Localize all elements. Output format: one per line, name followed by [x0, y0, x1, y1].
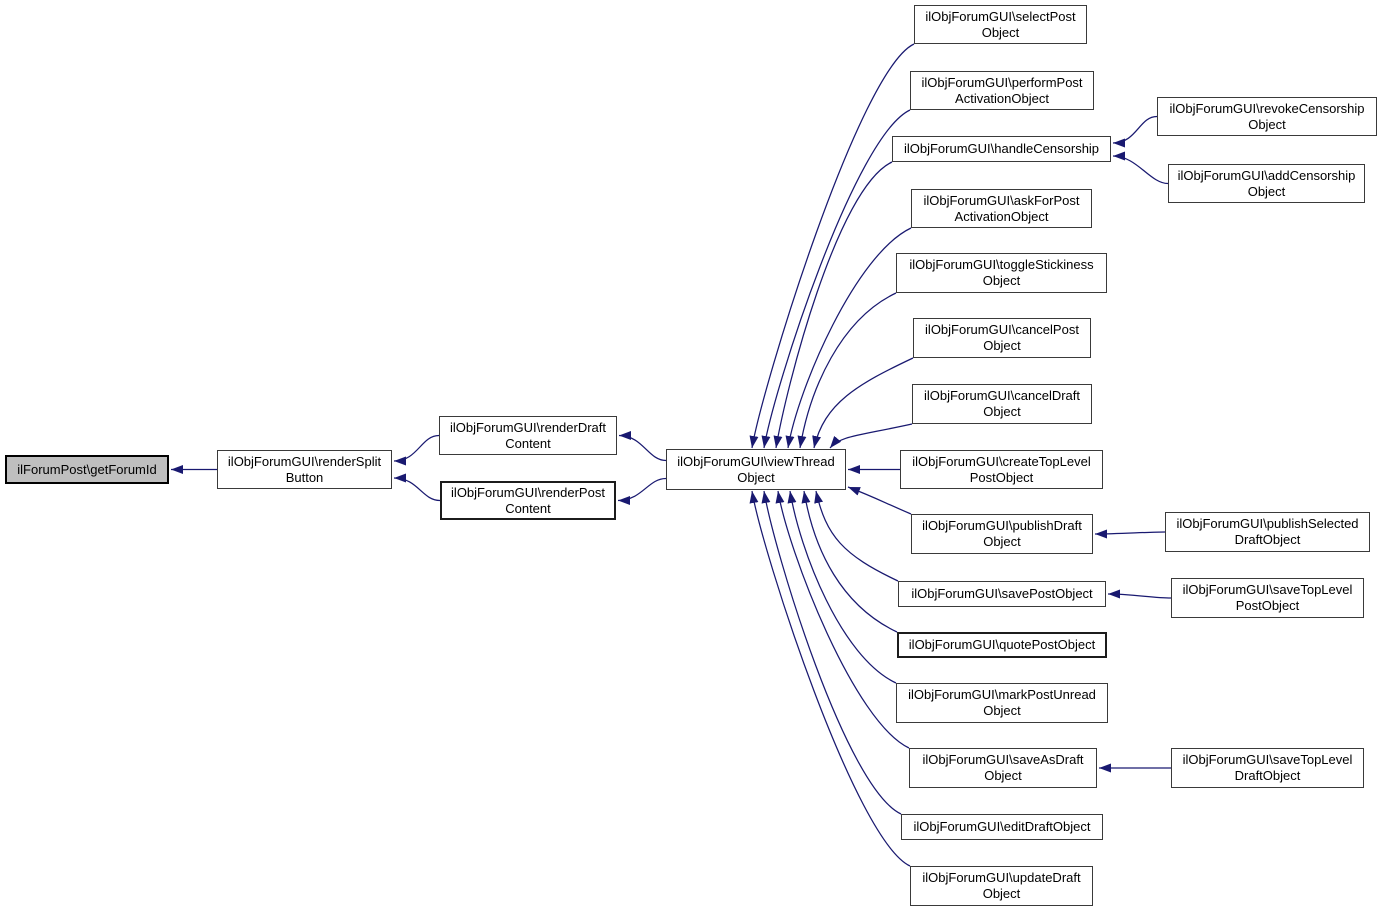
node-label-line: Content: [505, 435, 551, 451]
graph-node-quote-post-object[interactable]: ilObjForumGUI\quotePostObject: [897, 632, 1107, 658]
node-label-line: Object: [1247, 183, 1286, 199]
graph-node-save-post-object[interactable]: ilObjForumGUI\savePostObject: [898, 581, 1106, 607]
node-label-line: Object: [983, 534, 1021, 549]
call-edge-mark-post-unread-object-to-view-thread-object: [787, 490, 897, 684]
node-label-line: ilObjForumGUI\revokeCensorship: [1169, 100, 1365, 116]
node-label-line: Object: [984, 768, 1022, 783]
node-label-line: Object: [983, 338, 1021, 353]
node-label-line: Object: [1248, 116, 1286, 132]
node-label-line: ilObjForumGUI\askForPost: [923, 192, 1080, 208]
node-label-line: PostObject: [969, 469, 1034, 485]
call-edge-save-top-level-post-object-to-save-post-object: [1107, 589, 1172, 599]
graph-node-edit-draft-object[interactable]: ilObjForumGUI\editDraftObject: [901, 814, 1103, 840]
node-label-line: ilObjForumGUI\performPost: [921, 74, 1083, 90]
node-label-line: ActivationObject: [955, 90, 1049, 106]
node-label-line: Content: [505, 500, 551, 516]
node-label-line: ilObjForumGUI\toggleStickiness: [909, 257, 1094, 272]
node-label-line: ilObjForumGUI\publishDraft: [922, 518, 1082, 533]
call-edge-ask-for-post-activation-object-to-view-thread-object: [785, 227, 912, 449]
call-edge-quote-post-object-to-view-thread-object: [801, 490, 898, 633]
node-label-line: ilObjForumGUI\renderDraft: [449, 419, 607, 435]
node-label-line: ilObjForumGUI\renderSplit: [227, 453, 382, 469]
call-edge-cancel-draft-object-to-view-thread-object: [829, 423, 913, 449]
node-label-line: ilObjForumGUI\cancelPost: [925, 322, 1079, 337]
node-label-line: Object: [983, 703, 1021, 718]
node-label-line: ilObjForumGUI\createTopLevel: [912, 453, 1091, 469]
node-label-line: Object: [983, 404, 1021, 419]
call-edge-update-draft-object-to-view-thread-object: [749, 490, 911, 867]
call-edge-edit-draft-object-to-view-thread-object: [761, 490, 902, 815]
call-edge-save-as-draft-object-to-view-thread-object: [775, 490, 910, 749]
call-edge-render-post-content-to-render-split-button: [393, 473, 441, 502]
call-edge-view-thread-object-to-render-draft-content: [618, 431, 667, 462]
node-label-line: DraftObject: [1234, 532, 1301, 547]
call-edge-save-post-object-to-view-thread-object: [814, 490, 899, 582]
call-edge-perform-post-activation-object-to-view-thread-object: [761, 109, 911, 449]
node-label-line: ilObjForumGUI\handleCensorship: [903, 141, 1100, 156]
node-label-line: Object: [982, 886, 1021, 901]
node-label-line: ilObjForumGUI\saveTopLevel: [1182, 582, 1353, 597]
node-label-line: ilObjForumGUI\updateDraft: [922, 870, 1081, 885]
call-edge-select-post-object-to-view-thread-object: [749, 43, 915, 449]
node-label-line: ilObjForumGUI\cancelDraft: [923, 388, 1081, 403]
graph-node-get-forum-id: ilForumPost\getForumId: [5, 455, 169, 484]
node-label-line: ilForumPost\getForumId: [17, 461, 157, 477]
call-edge-add-censorship-object-to-handle-censorship: [1112, 151, 1169, 185]
node-label-line: ilObjForumGUI\saveTopLevel: [1182, 752, 1353, 767]
node-label-line: Object: [981, 24, 1020, 40]
node-label-line: ilObjForumGUI\publishSelected: [1176, 516, 1359, 531]
call-edge-cancel-post-object-to-view-thread-object: [812, 357, 914, 449]
node-label-line: ilObjForumGUI\savePostObject: [911, 586, 1093, 601]
node-label-line: ilObjForumGUI\addCensorship: [1177, 167, 1356, 183]
call-edge-toggle-stickiness-object-to-view-thread-object: [797, 292, 897, 449]
call-edge-render-draft-content-to-render-split-button: [393, 434, 440, 466]
node-label-line: ActivationObject: [954, 208, 1049, 224]
node-label-line: Button: [285, 469, 324, 485]
node-label-line: ilObjForumGUI\selectPost: [925, 8, 1076, 24]
node-label-line: Object: [982, 273, 1021, 288]
node-label-line: ilObjForumGUI\editDraftObject: [913, 819, 1091, 834]
node-label-line: ilObjForumGUI\markPostUnread: [908, 687, 1096, 702]
node-label-line: PostObject: [1235, 598, 1300, 613]
node-label-line: ilObjForumGUI\quotePostObject: [908, 637, 1096, 652]
graph-node-handle-censorship[interactable]: ilObjForumGUI\handleCensorship: [892, 136, 1111, 162]
node-label-line: ilObjForumGUI\viewThread: [677, 453, 835, 469]
node-label-line: DraftObject: [1234, 768, 1301, 783]
node-label-line: ilObjForumGUI\renderPost: [451, 484, 605, 500]
call-edge-publish-draft-object-to-view-thread-object: [847, 486, 912, 515]
call-edge-publish-selected-draft-object-to-publish-draft-object: [1094, 529, 1166, 539]
call-edge-view-thread-object-to-render-post-content: [617, 477, 667, 505]
call-edge-revoke-censorship-object-to-handle-censorship: [1112, 115, 1158, 148]
node-label-line: Object: [737, 469, 775, 485]
node-label-line: ilObjForumGUI\saveAsDraft: [922, 752, 1084, 767]
call-edge-handle-censorship-to-view-thread-object: [773, 161, 893, 449]
